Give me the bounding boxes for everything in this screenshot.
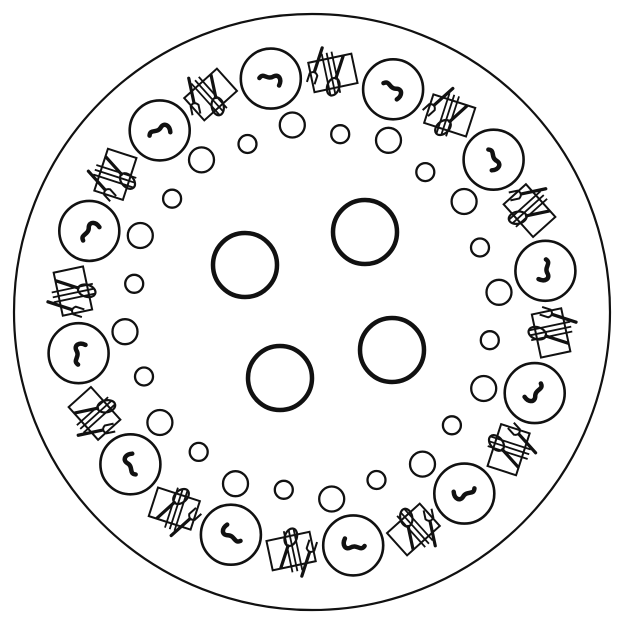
- table-edge: [14, 14, 610, 610]
- round-table: [14, 14, 610, 610]
